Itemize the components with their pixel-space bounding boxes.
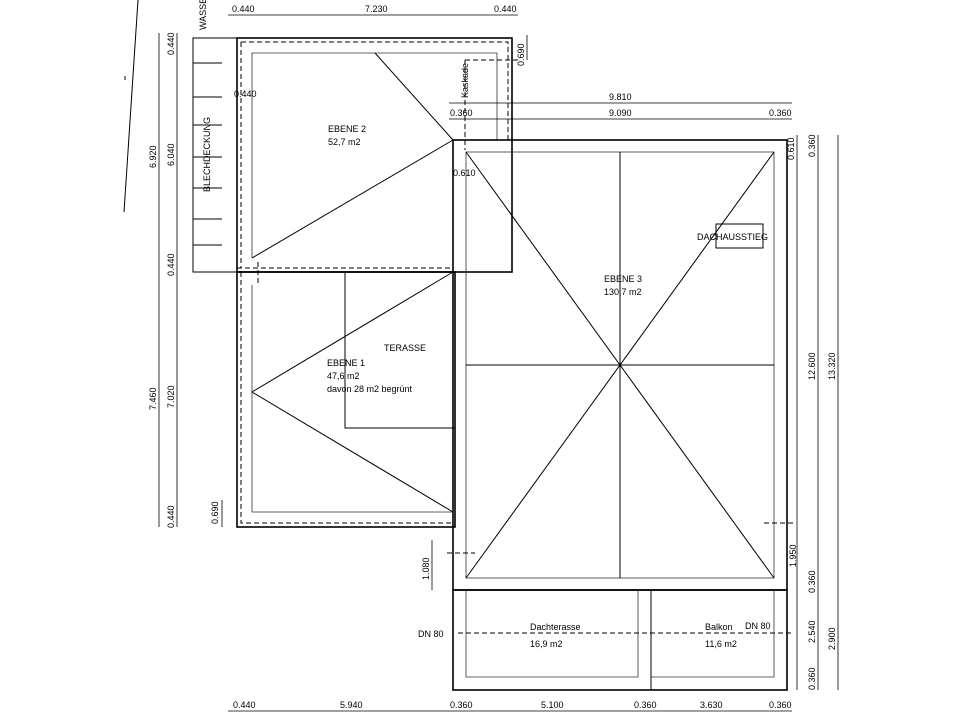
dachterasse-area: 16,9 m2 bbox=[530, 639, 563, 649]
dim-text: 0.440 bbox=[233, 700, 256, 710]
wasser-label: WASSER bbox=[198, 0, 208, 30]
dim-text: 0.610 bbox=[453, 168, 476, 178]
dim-text: 0.690 bbox=[210, 501, 220, 524]
dim-text: 0.610 bbox=[786, 137, 796, 160]
dim-text: 0.360 bbox=[807, 570, 817, 593]
dim-text: 0.690 bbox=[516, 43, 526, 66]
ebene2-area: 52,7 m2 bbox=[328, 137, 361, 147]
dim-text: 5.940 bbox=[340, 700, 363, 710]
dim-text: 2.900 bbox=[827, 627, 837, 650]
dim-text: 3.630 bbox=[700, 700, 723, 710]
dim-text: 0.440 bbox=[166, 253, 176, 276]
lower-terraces bbox=[452, 589, 791, 691]
dimension-texts: 0.440 7.230 0.440 9.810 9.090 0.360 0.36… bbox=[148, 4, 837, 710]
balkon-name: Balkon bbox=[705, 622, 733, 632]
dim-text: 0.360 bbox=[769, 700, 792, 710]
labels: WASSER BLECHDECKUNG Kaskade EBENE 2 52,7… bbox=[198, 0, 771, 649]
dim-text: 12.600 bbox=[807, 352, 817, 380]
dim-text: 0.360 bbox=[807, 134, 817, 157]
dimension-lines bbox=[158, 14, 839, 712]
dn80-right: DN 80 bbox=[745, 621, 771, 631]
ebene-2-roof bbox=[236, 37, 518, 273]
dim-text: 7.020 bbox=[166, 385, 176, 408]
dim-text: 0.360 bbox=[450, 108, 473, 118]
ebene3-area: 130,7 m2 bbox=[604, 287, 642, 297]
dim-text: 0.440 bbox=[494, 4, 517, 14]
dim-text: 2.540 bbox=[807, 620, 817, 643]
ebene3-name: EBENE 3 bbox=[604, 274, 642, 284]
dim-text: 0.360 bbox=[450, 700, 473, 710]
dachausstieg-hatch bbox=[715, 223, 764, 249]
dim-text: 7.460 bbox=[148, 387, 158, 410]
terasse-label: TERASSE bbox=[384, 343, 426, 353]
dn80-left: DN 80 bbox=[418, 629, 444, 639]
ebene1-name: EBENE 1 bbox=[327, 358, 365, 368]
ebene1-note: davon 28 m2 begrünt bbox=[327, 384, 413, 394]
dim-text: 0.360 bbox=[769, 108, 792, 118]
dim-text: 6.040 bbox=[166, 143, 176, 166]
dim-text: 9.810 bbox=[609, 92, 632, 102]
dim-text: 13.320 bbox=[827, 352, 837, 380]
ebene-3-roof bbox=[447, 139, 795, 591]
dim-text: 0.360 bbox=[634, 700, 657, 710]
ebene-1-roof bbox=[236, 262, 456, 528]
dim-text: 9.090 bbox=[609, 108, 632, 118]
dim-text: 6.920 bbox=[148, 145, 158, 168]
dim-text: 0.440 bbox=[166, 32, 176, 55]
dim-text: 0.440 bbox=[232, 4, 255, 14]
kaskade-label: Kaskade bbox=[460, 63, 470, 98]
terasse-area bbox=[344, 271, 456, 429]
dim-text: 0.440 bbox=[166, 505, 176, 528]
dim-text: 5.100 bbox=[541, 700, 564, 710]
blechdeckung-strip bbox=[192, 37, 238, 273]
dachterasse-name: Dachterasse bbox=[530, 622, 581, 632]
balkon-area: 11,6 m2 bbox=[705, 639, 737, 649]
blechdeckung-label: BLECHDECKUNG bbox=[202, 117, 212, 192]
ebene2-name: EBENE 2 bbox=[328, 124, 366, 134]
dim-text: 7.230 bbox=[365, 4, 388, 14]
boundary-line bbox=[123, 0, 139, 213]
dim-text: 0.360 bbox=[807, 667, 817, 690]
dim-text: 1.080 bbox=[421, 557, 431, 580]
dim-text: 0.440 bbox=[234, 89, 257, 99]
dachausstieg-label: DACHAUSSTIEG bbox=[697, 232, 768, 242]
dim-text: 1.950 bbox=[788, 544, 798, 567]
ebene1-area: 47,6 m2 bbox=[327, 371, 360, 381]
